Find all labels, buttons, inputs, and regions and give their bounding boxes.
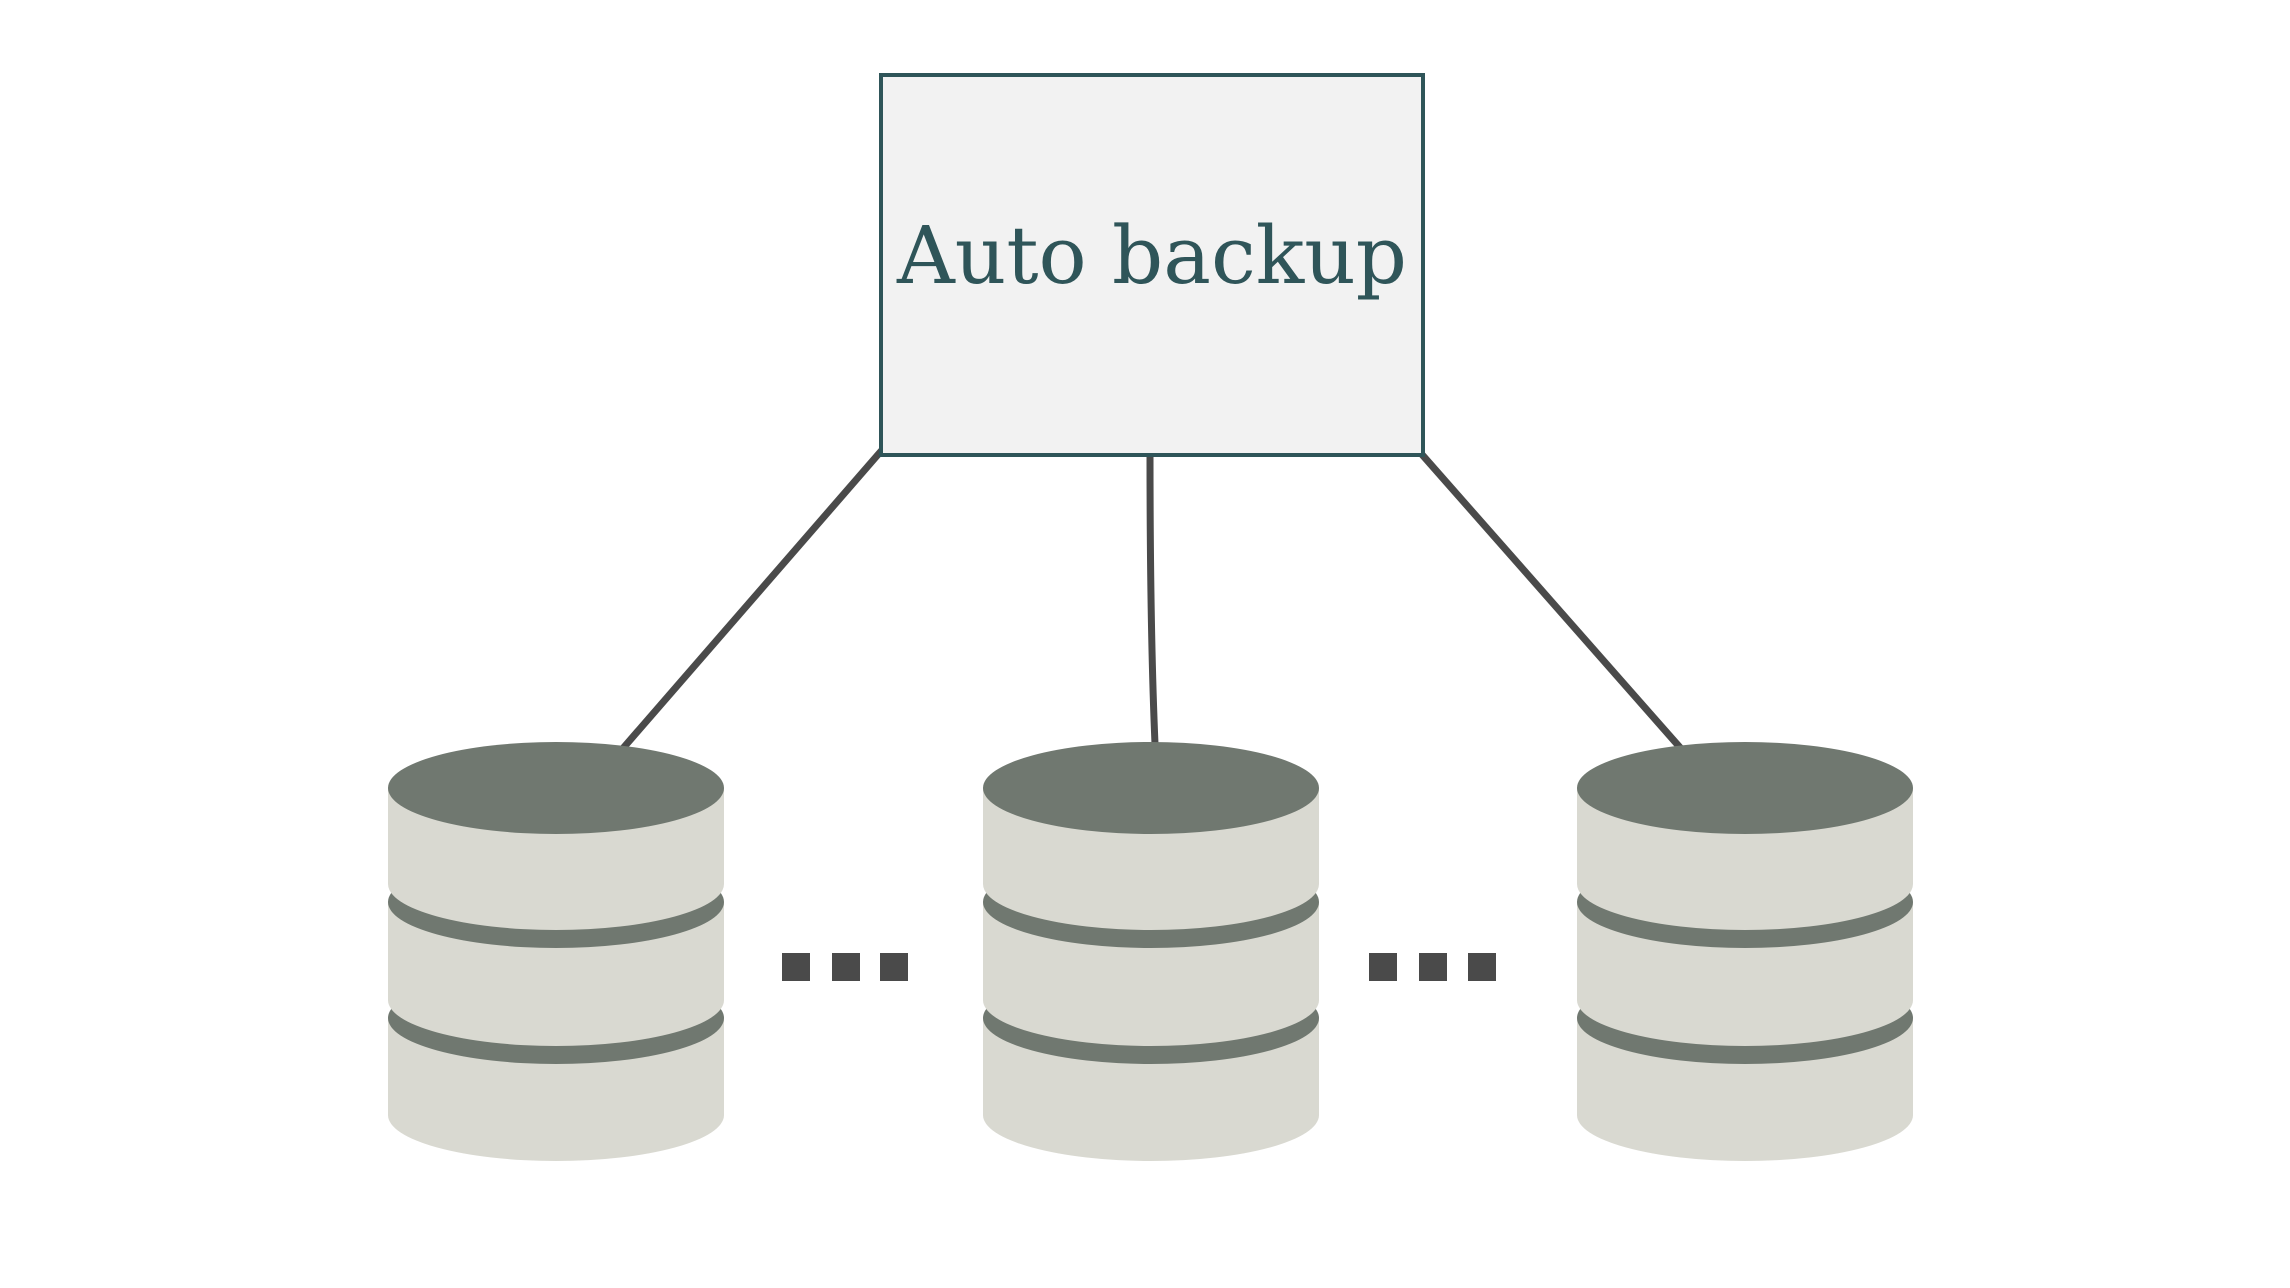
connector-middle — [1146, 451, 1159, 745]
ellipsis-left — [782, 953, 908, 981]
connector-left — [615, 447, 885, 757]
database-2 — [983, 742, 1319, 1161]
auto-backup-label: Auto backup — [896, 209, 1407, 302]
database-icon — [1577, 742, 1913, 1161]
connectors — [615, 447, 1687, 757]
auto-backup-node: Auto backup — [879, 73, 1425, 457]
database-1 — [388, 742, 724, 1161]
database-icon — [983, 742, 1319, 1161]
connector-right — [1415, 447, 1687, 755]
auto-backup-box — [879, 73, 1425, 457]
database-icon — [388, 742, 724, 1161]
ellipsis-right — [1369, 953, 1496, 981]
database-3 — [1577, 742, 1913, 1161]
